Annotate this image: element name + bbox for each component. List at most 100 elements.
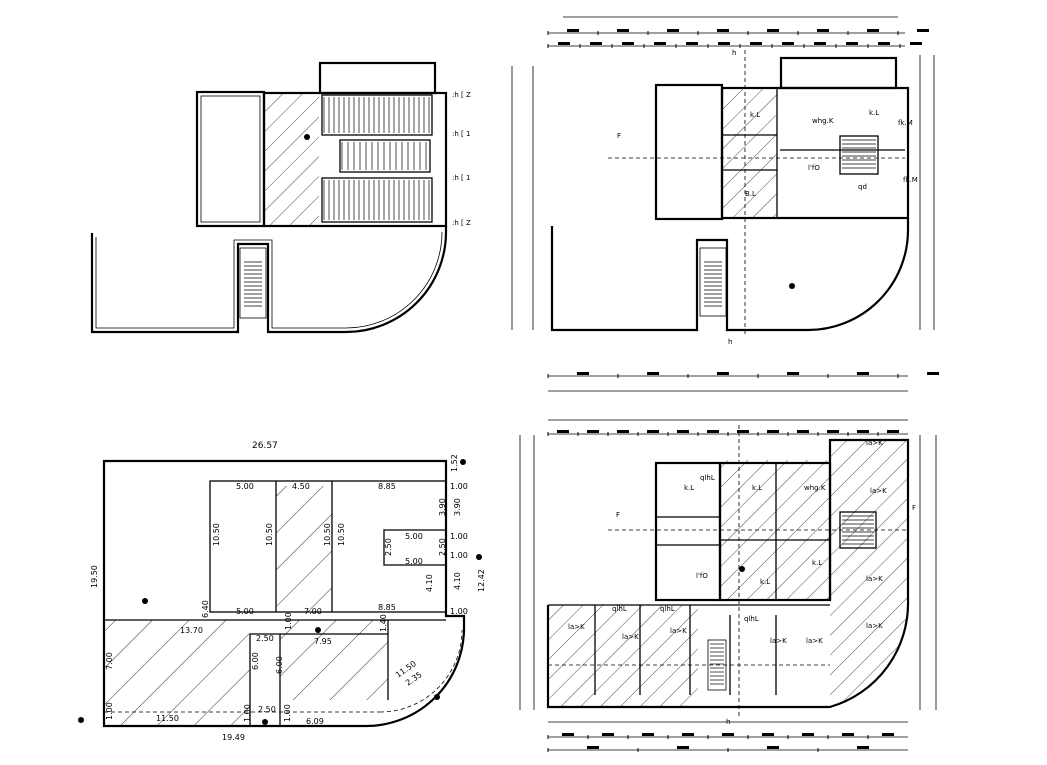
dim-390-a: 3.90 <box>438 498 447 516</box>
tr-marker-h-bottom: h <box>728 338 732 346</box>
br-room-label-3: whg.K <box>804 484 826 492</box>
br-room-label-15: qlhL <box>700 474 715 482</box>
dim-1050-b: 10.50 <box>265 523 274 546</box>
tr-stair <box>839 135 879 175</box>
tr-left-wing <box>654 83 724 221</box>
dim-100-b: 1.00 <box>450 532 468 541</box>
dim-250-b: 2.50 <box>438 538 447 556</box>
hatched-zone-2 <box>280 620 388 700</box>
site-level-marker-1-icon <box>142 598 148 604</box>
dim-100-e: 1.00 <box>284 612 293 630</box>
tr-room-label-4: fk.M <box>898 119 913 127</box>
tr-marker-h-top: h <box>732 49 736 57</box>
br-room-label-2: k.L <box>752 484 762 492</box>
left-wing-inner <box>200 95 261 223</box>
left-wing-wall <box>195 90 266 228</box>
dim-overall-bottom: 19.49 <box>222 733 245 742</box>
br-room-label-10: la>K <box>568 623 585 631</box>
br-room-label-8: k.L <box>760 578 770 586</box>
site-notch <box>383 529 447 566</box>
br-room-label-17: qlhL <box>660 605 675 613</box>
dim-140: 1.40 <box>379 614 388 632</box>
stair-block <box>321 94 433 223</box>
br-marker-f-right: F <box>912 504 916 512</box>
br-marker-f-left: F <box>616 511 620 519</box>
br-room-label-7: l'fO <box>696 572 708 580</box>
dim-1050-a: 10.50 <box>212 523 221 546</box>
plan-bottom-right: k.L k.L whg.K la>K la>K la>K l'fO k.L k.… <box>519 372 939 752</box>
tr-marker-f: F <box>617 132 621 140</box>
tr-level-marker-icon <box>789 283 795 289</box>
dim-885-top: 8.85 <box>378 482 396 491</box>
tr-room-label-3: k.L <box>869 109 879 117</box>
dim-640: 6.40 <box>201 600 210 618</box>
dim-100-a: 1.00 <box>450 482 468 491</box>
br-hatched-right <box>830 440 909 707</box>
br-room-label-6: la>K <box>866 575 883 583</box>
br-room-label-11: la>K <box>622 633 639 641</box>
site-level-marker-3-icon <box>78 717 84 723</box>
level-marker-icon <box>304 134 310 140</box>
site-plan: 26.57 19.49 19.50 12.42 5.00 4.50 8.85 1… <box>78 441 486 742</box>
br-room-label-14: la>K <box>806 637 823 645</box>
dim-600-a: 6.00 <box>251 652 260 670</box>
br-hatched-lower-left <box>548 605 698 707</box>
tr-room-label-5: fk.M <box>903 176 918 184</box>
dim-1050-c: 10.50 <box>323 523 332 546</box>
hatched-room <box>264 93 319 226</box>
dim-500-d: 5.00 <box>236 607 254 616</box>
top-block-wall <box>318 61 437 95</box>
dim-450: 4.50 <box>292 482 310 491</box>
tr-top-block <box>779 56 898 90</box>
bottom-plot-wall <box>90 226 448 334</box>
site-level-marker-7-icon <box>476 554 482 560</box>
grid-label-1: :h [ Z <box>452 91 471 99</box>
tr-room-label-1: k.L <box>750 111 760 119</box>
br-level-marker-icon <box>739 566 745 572</box>
site-level-marker-6-icon <box>460 459 466 465</box>
dim-250-d: 2.50 <box>258 705 276 714</box>
br-outer-wall <box>546 438 910 709</box>
dim-overall-height-left: 19.50 <box>90 565 99 588</box>
dim-152: 1.52 <box>450 454 459 472</box>
br-small-stair <box>707 639 727 691</box>
br-room-label-19: la>K <box>866 622 883 630</box>
dim-100-h: 1.00 <box>283 704 292 722</box>
dim-500-c: 5.00 <box>405 557 423 566</box>
dim-overall-width: 26.57 <box>252 441 278 451</box>
tr-small-stair <box>699 247 727 317</box>
grid-label-2: :h [ 1 <box>452 130 470 138</box>
br-room-label-12: la>K <box>670 627 687 635</box>
dim-410-b: 4.10 <box>453 572 462 590</box>
dim-390-b: 3.90 <box>453 498 462 516</box>
dim-1150-b: 11.50 <box>156 714 179 723</box>
site-level-marker-4-icon <box>262 719 268 725</box>
tr-bottom-plot <box>550 218 910 332</box>
br-room-label-16: qlhL <box>612 605 627 613</box>
dim-100-g: 1.00 <box>243 704 252 722</box>
site-outline <box>102 459 466 728</box>
dim-100-c: 1.00 <box>450 551 468 560</box>
dim-100-f: 1.00 <box>105 702 114 720</box>
tr-hatched-room <box>722 88 777 218</box>
br-room-label-1: k.L <box>684 484 694 492</box>
site-level-marker-5-icon <box>434 694 440 700</box>
br-room-label-4: la>K <box>870 487 887 495</box>
dim-250-c: 2.50 <box>256 634 274 643</box>
br-room-label-5: la>K <box>866 439 883 447</box>
dim-700-b: 7.00 <box>105 652 114 670</box>
tr-room-label-6: l'fO <box>808 164 820 172</box>
tr-main-block <box>720 86 910 220</box>
site-level-marker-2-icon <box>315 627 321 633</box>
br-room-label-13: la>K <box>770 637 787 645</box>
br-room-label-9: k.L <box>812 559 822 567</box>
dim-100-d: 1.00 <box>450 607 468 616</box>
dim-410-a: 4.10 <box>425 574 434 592</box>
plan-top-right: k.L whg.K k.L fk.M fk.M l'fO qd B.L F h … <box>511 16 935 346</box>
hatched-zone-3 <box>276 486 332 612</box>
tr-room-label-7: qd <box>858 183 867 191</box>
bottom-plot-inner <box>95 231 443 329</box>
dim-500-a: 5.00 <box>236 482 254 491</box>
dim-500-b: 5.00 <box>405 532 423 541</box>
